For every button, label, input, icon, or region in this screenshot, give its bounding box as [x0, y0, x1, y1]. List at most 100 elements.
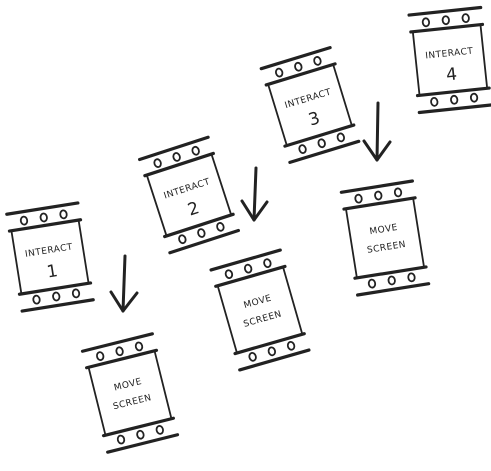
sprocket-hole [430, 96, 439, 107]
frame-left-side [345, 207, 358, 279]
sprocket-hole [178, 234, 187, 245]
frame-left-side [216, 284, 238, 354]
frame-left-side [267, 83, 288, 147]
arrow-shaft [121, 254, 127, 313]
sprocket-hole [275, 67, 284, 78]
sprocket-hole [216, 222, 225, 232]
sprocket-hole [71, 288, 81, 299]
frame-label-line2: SCREEN [112, 393, 153, 412]
interact-frame-3: INTERACT 3 [259, 46, 361, 164]
down-arrow-2 [240, 166, 269, 222]
film-strip-bottom-edge [20, 298, 95, 313]
sprocket-hole [407, 272, 416, 283]
sprocket-hole [441, 15, 450, 26]
frame-label-line2: SCREEN [242, 309, 283, 329]
sprocket-hole [469, 92, 479, 103]
film-strip-top-inner [85, 348, 159, 370]
frame-right-side [479, 23, 489, 90]
sprocket-hole [267, 346, 277, 357]
arrow-shaft [375, 101, 380, 162]
film-strip-top-inner [214, 264, 287, 288]
film-strip-bottom-edge [238, 348, 311, 372]
frame-label-line1: MOVE [113, 377, 143, 394]
film-strip-top-inner [409, 22, 485, 34]
sprocket-hole [286, 340, 296, 351]
film-strip-bottom-inner [353, 265, 428, 280]
sprocket-hole [461, 13, 470, 24]
sprocket-hole [263, 258, 272, 268]
down-arrow-1 [109, 254, 139, 313]
sprocket-hole [197, 228, 206, 238]
film-strip-bottom-inner [101, 416, 175, 438]
film-strip-top-edge [209, 248, 282, 272]
sprocket-hole [155, 425, 164, 435]
sprocket-hole [421, 17, 431, 28]
film-strip-bottom-edge [168, 228, 240, 255]
move-screen-frame-3: MOVE SCREEN [339, 179, 431, 297]
frame-right-side [412, 197, 425, 269]
film-strip-bottom-edge [288, 139, 361, 164]
sprocket-hole [393, 187, 403, 198]
film-strip-top-edge [138, 135, 210, 162]
sprocket-hole [374, 190, 383, 201]
frame-number: 4 [445, 64, 458, 85]
film-strip-top-edge [339, 179, 415, 194]
frame-label: INTERACT [24, 242, 73, 259]
sprocket-hole [116, 434, 126, 445]
film-strip-bottom-edge [417, 103, 491, 115]
film-strip-bottom-inner [17, 281, 93, 296]
film-strip-top-edge [5, 201, 80, 216]
sprocket-hole [19, 215, 29, 226]
sprocket-hole [294, 61, 303, 72]
film-strip-top-inner [143, 151, 215, 178]
frame-right-side [153, 349, 173, 420]
frame-label: INTERACT [163, 177, 212, 201]
frame-label-line2: SCREEN [366, 240, 406, 256]
frame-label-line1: MOVE [369, 223, 399, 237]
film-strip-bottom-inner [163, 212, 235, 239]
sprocket-hole [243, 263, 253, 274]
frame-number: 1 [45, 261, 59, 282]
interact-frame-4: INTERACT 4 [407, 5, 491, 115]
sprocket-hole [96, 351, 105, 361]
frame-left-side [87, 366, 107, 437]
sprocket-hole [336, 132, 345, 143]
frame-right-side [282, 266, 304, 336]
sprocket-hole [134, 341, 144, 352]
sprocket-hole [191, 145, 200, 156]
sprocket-hole [39, 212, 48, 223]
sprocket-hole [387, 275, 396, 286]
sprocket-hole [224, 269, 234, 280]
film-strip-top-edge [259, 46, 332, 71]
sprocket-hole [115, 346, 124, 357]
sprocket-hole [298, 144, 307, 154]
frame-right-side [210, 153, 233, 216]
film-strip-bottom-edge [106, 433, 180, 454]
arrow-shaft [252, 166, 258, 222]
move-screen-frame-2: MOVE SCREEN [209, 248, 311, 372]
sprocket-hole [313, 56, 322, 66]
frame-number: 3 [306, 108, 322, 130]
arrow-head [362, 139, 392, 162]
down-arrow-3 [362, 101, 392, 162]
sprocket-hole [367, 278, 377, 289]
frame-number: 2 [185, 198, 201, 220]
sprocket-hole [153, 158, 162, 168]
frame-label-line1: MOVE [243, 294, 273, 311]
film-strip-top-inner [264, 62, 337, 87]
frame-left-side [10, 229, 23, 295]
sprocket-hole [32, 294, 41, 305]
film-strip-top-inner [342, 196, 417, 211]
film-strip-bottom-inner [283, 123, 356, 148]
frame-label: INTERACT [284, 87, 333, 111]
film-strip-top-inner [7, 218, 83, 233]
sprocket-hole [317, 138, 326, 149]
sprocket-hole [354, 193, 363, 204]
frame-right-side [332, 63, 353, 127]
sprocket-hole [52, 291, 61, 302]
arrow-head [109, 290, 139, 313]
film-strip-bottom-edge [355, 282, 431, 297]
frame-label: INTERACT [425, 47, 474, 62]
film-strip-top-edge [407, 5, 483, 17]
